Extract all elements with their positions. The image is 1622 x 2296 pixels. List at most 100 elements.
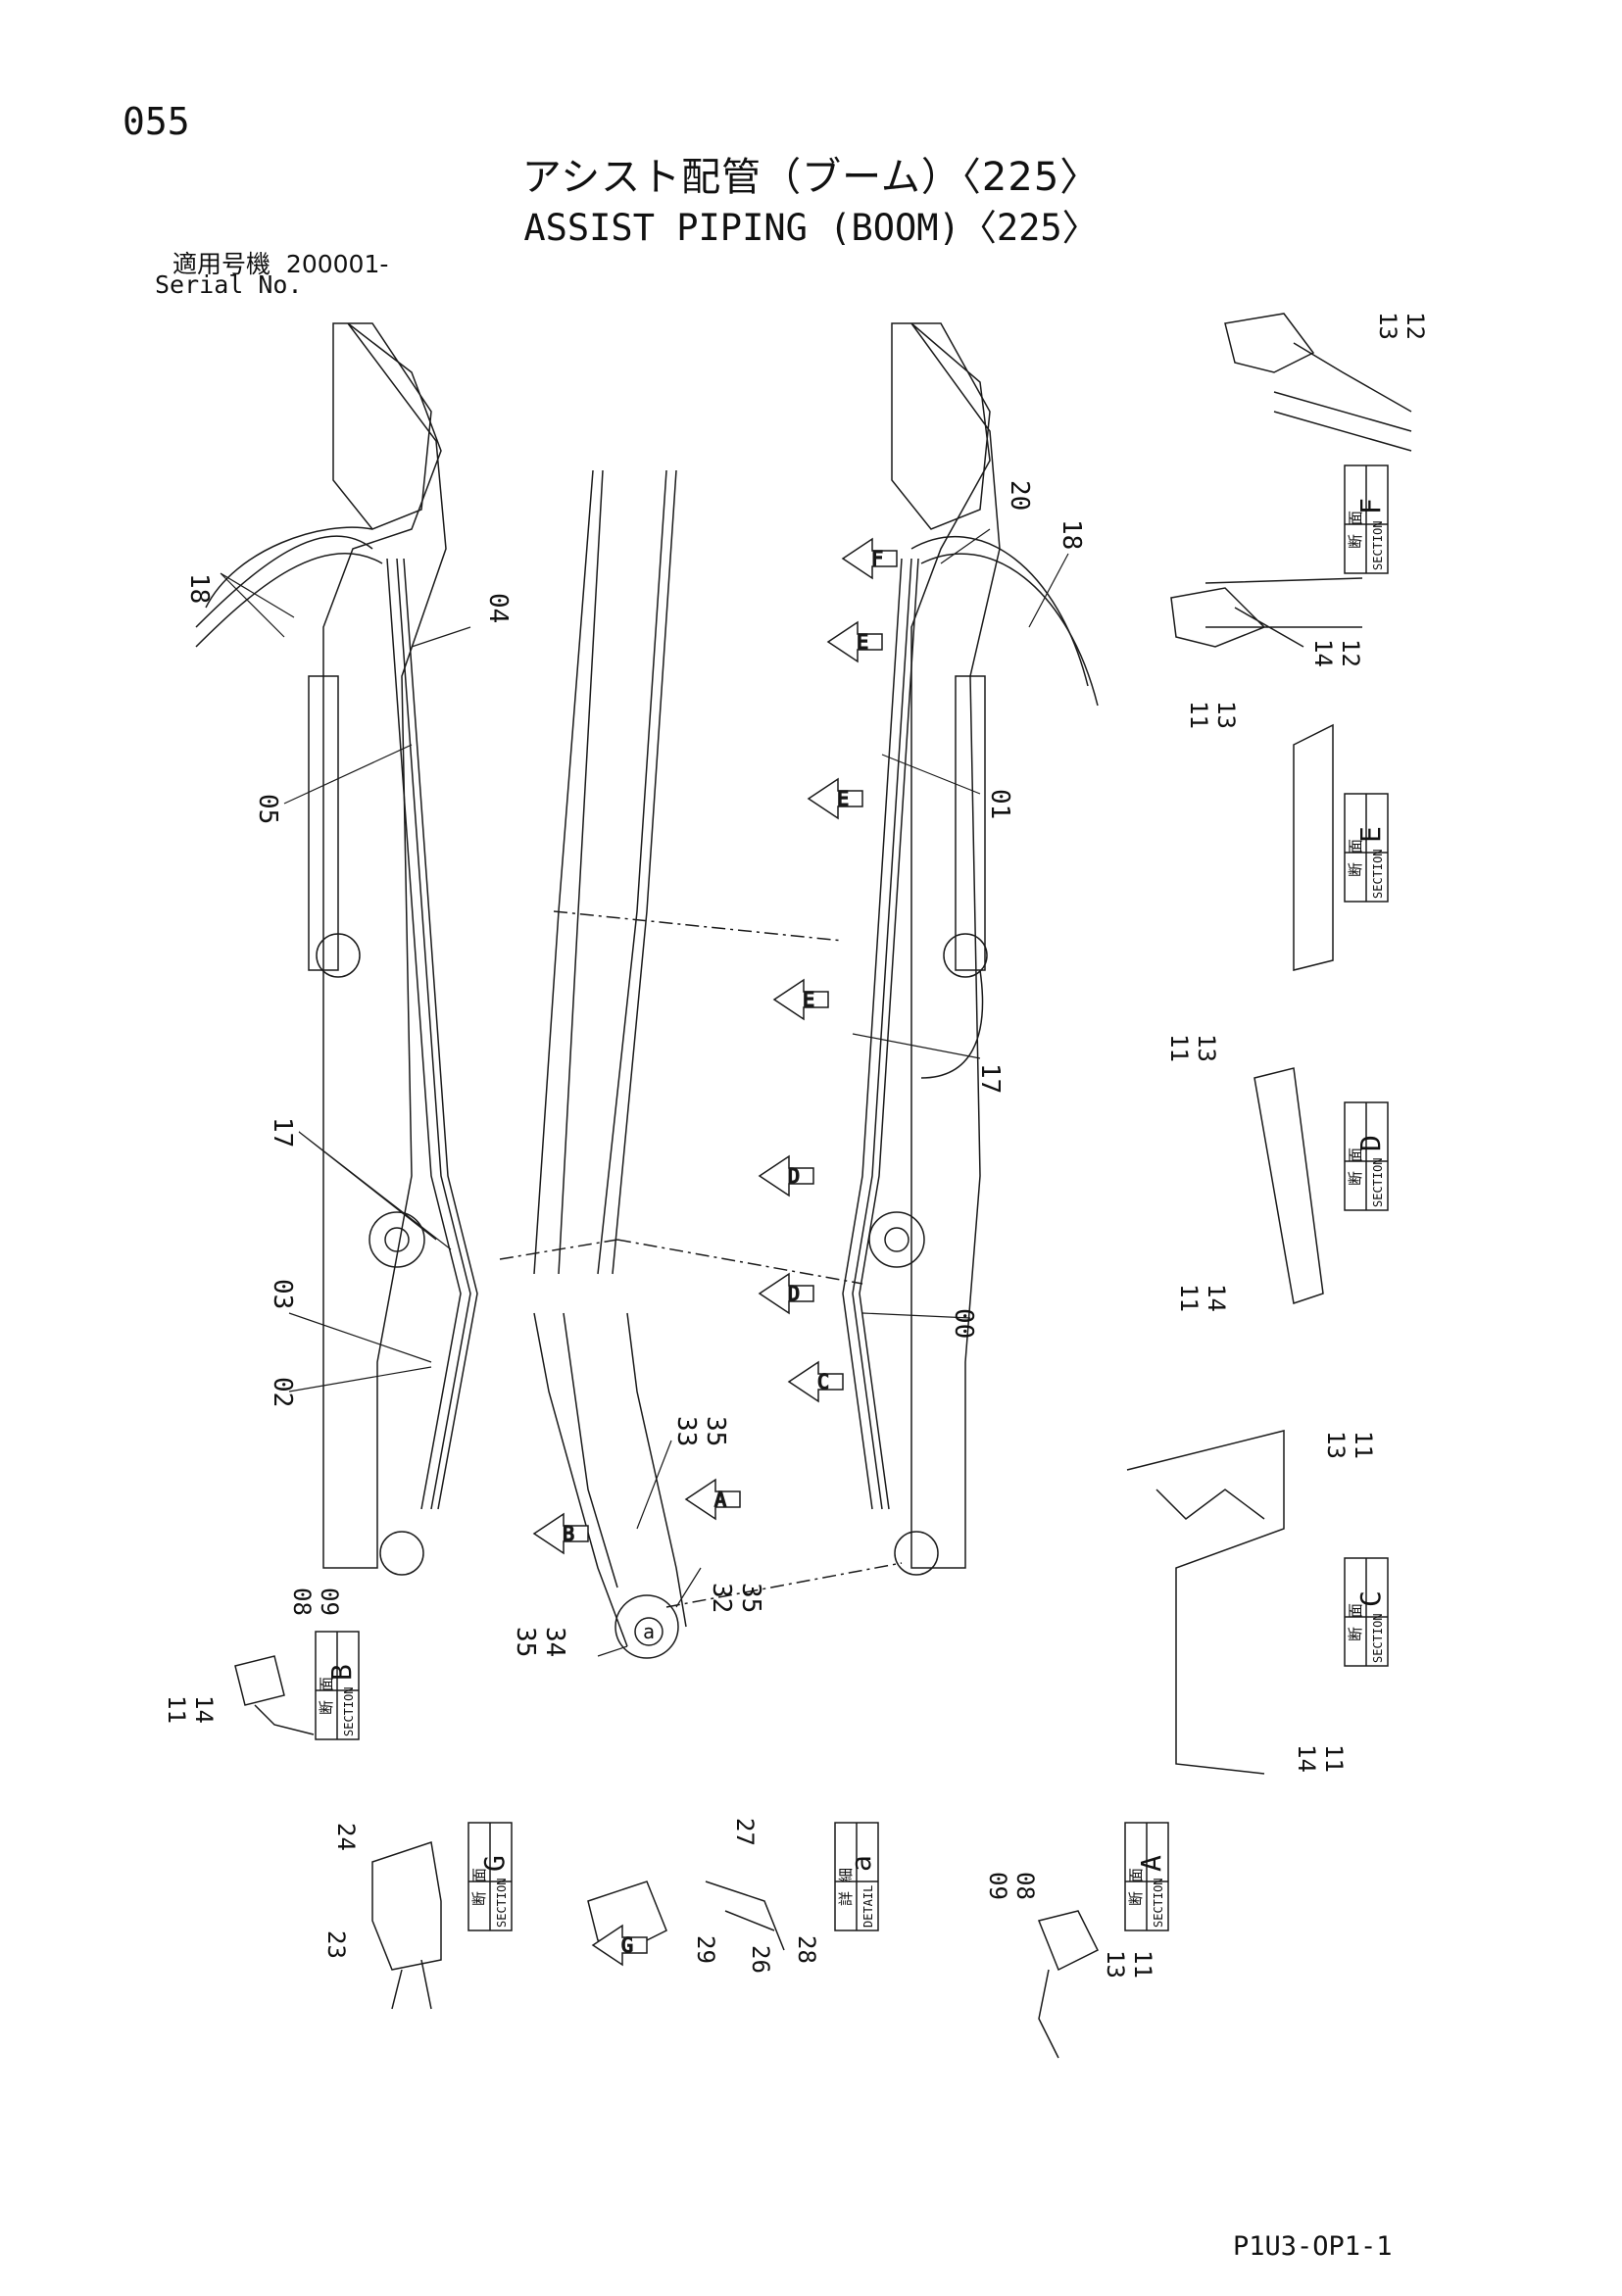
section-label-boxes <box>315 464 1389 1931</box>
section-c-en: SECTION <box>1371 1613 1385 1663</box>
left-boom-foot-pin <box>379 1531 424 1576</box>
section-e-part: 11 <box>1185 701 1212 729</box>
section-c-part: 13 <box>1322 1431 1350 1459</box>
section-a-part: 11 <box>1129 1950 1156 1978</box>
section-b-part: 11 <box>163 1695 190 1724</box>
section-e-upper-sketch <box>1170 577 1363 648</box>
callout-18-left: 18 <box>184 573 214 604</box>
section-a-part: 08 <box>1011 1872 1039 1900</box>
section-box-b <box>315 1631 360 1740</box>
section-e-en: SECTION <box>1371 849 1385 899</box>
section-d-en: SECTION <box>1371 1157 1385 1207</box>
callout-17-left: 17 <box>268 1117 297 1148</box>
serial-label-jp: 適用号機 <box>172 250 271 278</box>
section-f-part: 12 <box>1401 312 1429 340</box>
section-box-a <box>1124 1822 1169 1931</box>
leader-lines <box>220 528 1069 1657</box>
section-c-part: 11 <box>1350 1431 1377 1459</box>
section-e-part: 13 <box>1212 701 1240 729</box>
detail-marker: a <box>634 1617 664 1646</box>
title-english: ASSIST PIPING (BOOM)〈225〉 <box>523 207 1099 249</box>
center-callouts: 33 35 32 35 35 34 <box>511 1416 765 1657</box>
center-lower-left <box>533 1312 628 1647</box>
section-g-en: SECTION <box>495 1878 509 1928</box>
callout-35-bottom: 35 <box>511 1627 540 1657</box>
section-b-part: 14 <box>190 1695 218 1724</box>
detail-a-part: 29 <box>692 1935 719 1964</box>
section-e-sketch <box>1293 723 1334 971</box>
serial-label-english: Serial No. <box>155 270 303 299</box>
section-d-sketch <box>1253 1067 1324 1304</box>
section-f-en: SECTION <box>1371 520 1385 570</box>
left-piping-main-2 <box>396 558 471 1510</box>
view-arrow-letter: C <box>817 1370 829 1393</box>
left-boom-arm-tip <box>332 322 432 530</box>
callout-33: 33 <box>671 1416 701 1446</box>
left-piping-main-3 <box>403 558 478 1510</box>
center-lower-inner <box>563 1312 618 1588</box>
view-arrow-letter: E <box>837 787 849 810</box>
view-arrow <box>826 620 883 663</box>
detail-box-a <box>834 1822 879 1931</box>
drawing-code: P1U3-OP1-1 <box>1233 2231 1393 2262</box>
detail-a-letter: a <box>845 1855 877 1872</box>
callout-18-right: 18 <box>1057 519 1086 550</box>
left-boom-callouts: 18 04 05 17 03 02 <box>184 573 513 1407</box>
section-c-sketch <box>1126 1430 1285 1775</box>
section-b-part: 08 <box>288 1588 316 1616</box>
section-part-callouts: 13 12 14 12 11 13 11 13 11 14 13 11 14 1… <box>163 312 1429 1978</box>
section-a-en: SECTION <box>1152 1878 1165 1928</box>
serial-value: 200001- <box>285 250 389 278</box>
callout-32: 32 <box>707 1583 736 1613</box>
detail-a-jp: 詳 細 <box>837 1868 855 1906</box>
detail-a-en: DETAIL <box>861 1885 875 1928</box>
section-d-part: 13 <box>1193 1034 1220 1062</box>
view-arrow <box>787 1360 844 1403</box>
center-dashdot-4 <box>665 1562 903 1608</box>
view-arrow <box>807 777 863 820</box>
view-arrow-letter: D <box>788 1164 800 1188</box>
left-boom-outline <box>322 322 447 1569</box>
page-number: 055 <box>123 100 190 143</box>
detail-a-part: 27 <box>731 1818 759 1846</box>
section-g-part: 24 <box>332 1823 360 1851</box>
section-d-part: 11 <box>1165 1034 1193 1062</box>
section-box-texts: 断 面 SECTION F 断 面 SECTION E 断 面 SECTION … <box>318 498 1387 1928</box>
detail-marker-letter: a <box>643 1620 655 1643</box>
view-arrow-letter: E <box>803 988 814 1011</box>
section-c-letter: C <box>1354 1590 1387 1607</box>
detail-a-part: 28 <box>793 1935 820 1964</box>
right-boom-foot-pin <box>894 1531 939 1576</box>
section-d-part: 11 <box>1175 1284 1203 1312</box>
view-arrow-letter: G <box>621 1933 633 1957</box>
section-f-sketch <box>1224 313 1412 452</box>
right-boom-arm-tip <box>891 322 991 530</box>
view-arrow <box>841 537 898 580</box>
section-d-part: 14 <box>1203 1284 1230 1312</box>
right-piping-main <box>842 558 903 1510</box>
left-upper-arc <box>205 526 373 609</box>
callout-01: 01 <box>985 789 1014 819</box>
section-c-jp: 断 面 <box>1347 1603 1364 1641</box>
detail-a-part: 26 <box>747 1945 774 1974</box>
section-box-d <box>1344 1101 1389 1211</box>
serial-label-japanese: 適用号機 200001- <box>172 245 388 280</box>
section-box-e <box>1344 793 1389 903</box>
view-arrow-letter: A <box>714 1488 726 1511</box>
view-arrow <box>772 978 829 1021</box>
view-arrow <box>758 1154 814 1197</box>
center-boom-inner-l <box>558 469 604 1275</box>
section-box-c <box>1344 1557 1389 1667</box>
right-arm-hoses-2 <box>920 553 1099 707</box>
section-b-part: 09 <box>316 1588 343 1616</box>
callout-34: 34 <box>540 1627 569 1657</box>
section-g-part: 23 <box>322 1930 350 1959</box>
section-f-part: 13 <box>1374 312 1401 340</box>
callout-02: 02 <box>268 1377 297 1407</box>
view-arrow-letter: F <box>871 547 883 570</box>
center-boom-top-left <box>533 469 594 1275</box>
section-box-g <box>467 1822 513 1931</box>
right-boom-pin-upper <box>943 933 988 978</box>
section-e-part: 14 <box>1309 639 1337 667</box>
